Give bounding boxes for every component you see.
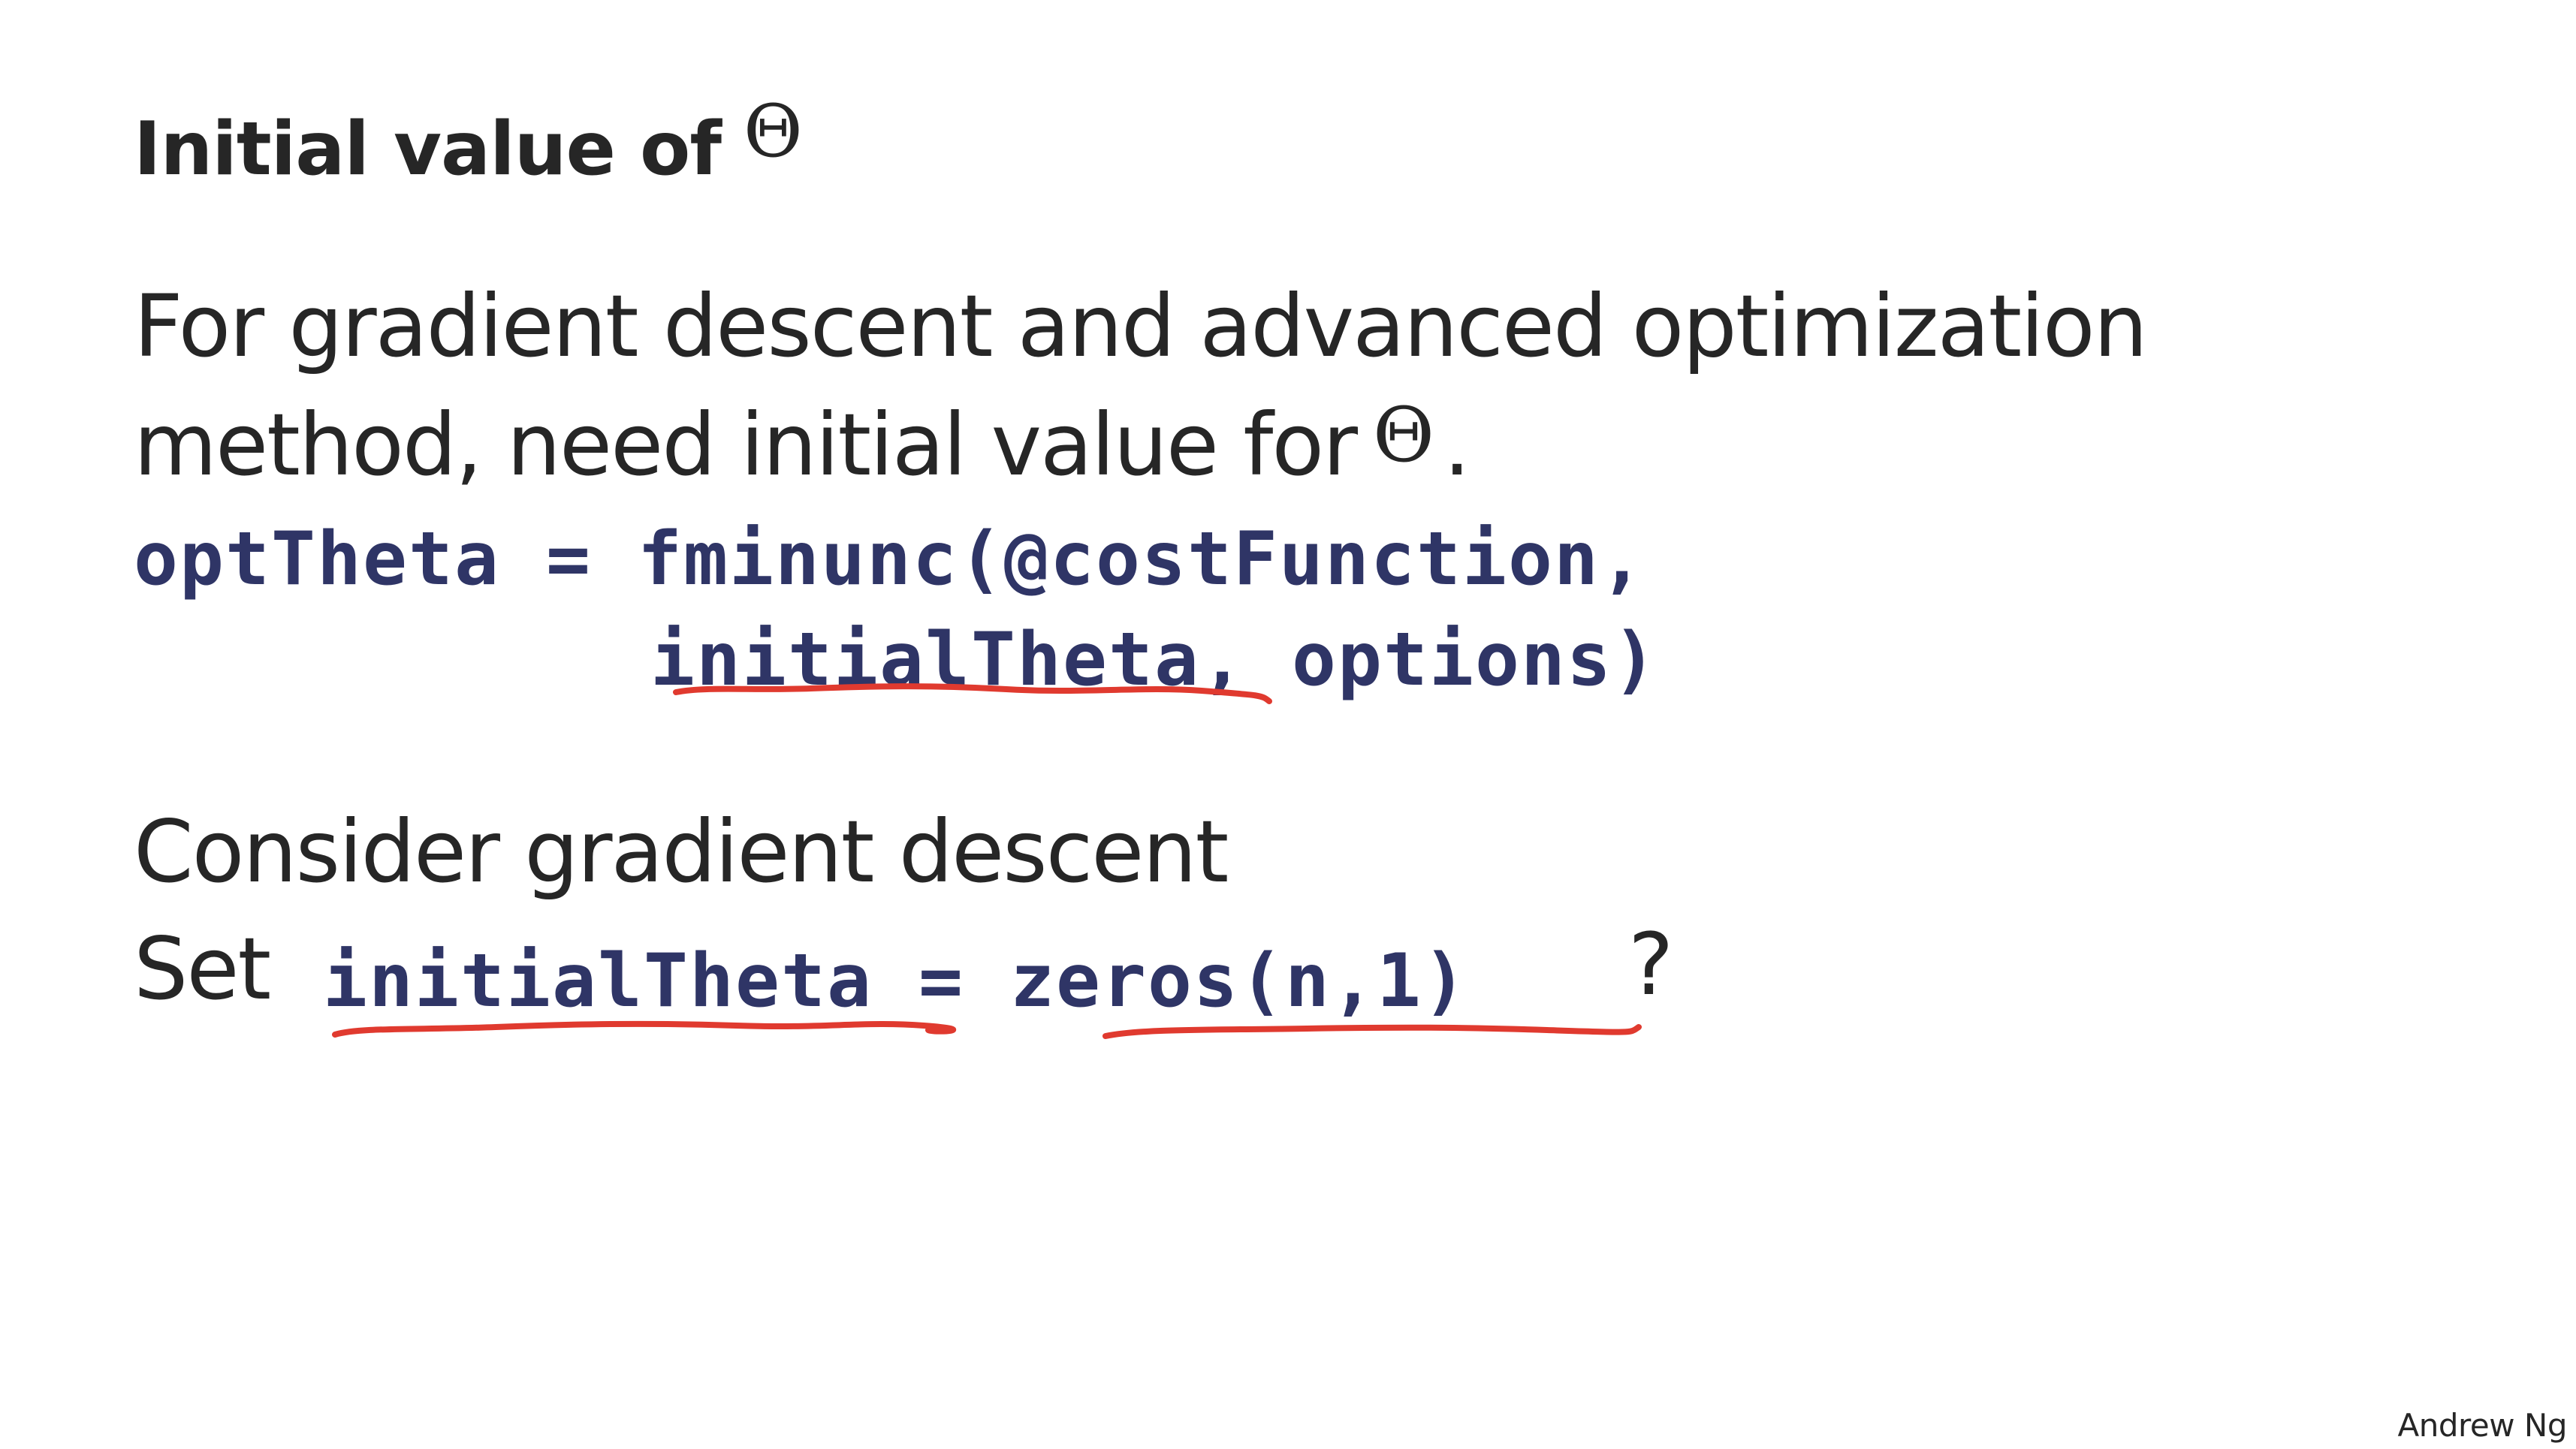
body-line-2-period: . [1443, 395, 1470, 495]
code-line-1: optTheta = fminunc(@costFunction, [134, 517, 1646, 602]
body-line-4: Set [134, 919, 271, 1019]
underline-initialtheta-2 [332, 1020, 957, 1038]
theta-symbol: Θ [744, 89, 803, 173]
underline-zeros [1102, 1024, 1642, 1039]
code-line-3: initialTheta = zeros(n,1) [323, 938, 1469, 1024]
body-line-1: For gradient descent and advanced optimi… [134, 276, 2148, 376]
body-line-3: Consider gradient descent [134, 802, 1229, 902]
author-credit: Andrew Ng [2397, 1407, 2568, 1444]
body-line-2-text: method, need initial value for [134, 395, 1358, 495]
code-line-2: initialTheta, options) [650, 617, 1659, 703]
theta-symbol-inline: Θ [1372, 391, 1434, 479]
slide-title-text: Initial value of [134, 107, 722, 192]
question-mark: ? [1628, 914, 1674, 1014]
